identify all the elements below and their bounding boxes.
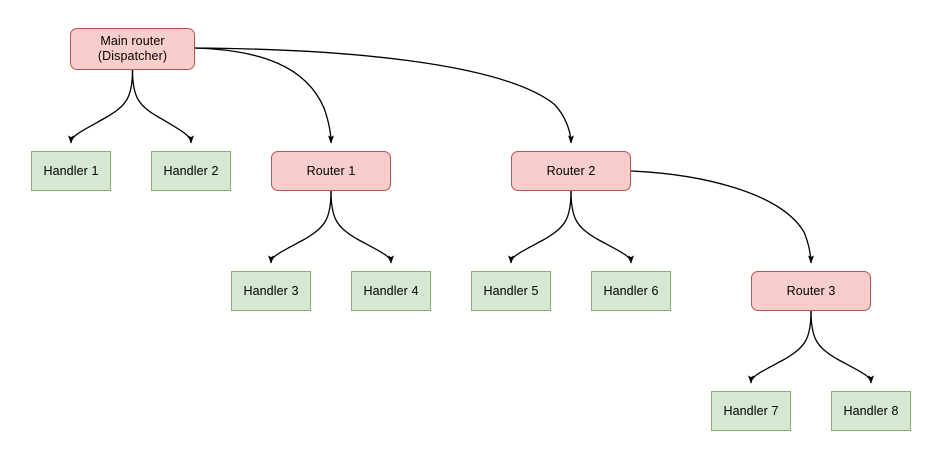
node-handler-6[interactable]: Handler 6 — [591, 271, 671, 311]
edge-router-1-to-handler-4 — [330, 190, 394, 264]
edge-router-2-to-router-3 — [630, 170, 814, 264]
node-main-router-label: Main router (Dispatcher) — [97, 34, 168, 63]
node-handler-4[interactable]: Handler 4 — [351, 271, 431, 311]
node-handler-6-label: Handler 6 — [603, 283, 659, 298]
node-handler-1-label: Handler 1 — [43, 163, 99, 178]
node-handler-2[interactable]: Handler 2 — [151, 151, 231, 191]
node-handler-7[interactable]: Handler 7 — [711, 391, 791, 431]
edge-router-2-to-handler-6 — [570, 190, 634, 264]
edge-router-3-to-handler-8 — [810, 310, 874, 384]
node-router-3[interactable]: Router 3 — [751, 271, 871, 311]
node-handler-2-label: Handler 2 — [163, 163, 219, 178]
edge-main-router-to-handler-1 — [68, 69, 134, 144]
node-router-1[interactable]: Router 1 — [271, 151, 391, 191]
node-handler-1[interactable]: Handler 1 — [31, 151, 111, 191]
node-main-router[interactable]: Main router (Dispatcher) — [70, 28, 195, 70]
node-handler-8-label: Handler 8 — [843, 403, 899, 418]
node-router-1-label: Router 1 — [306, 163, 356, 178]
node-handler-4-label: Handler 4 — [363, 283, 419, 298]
node-router-3-label: Router 3 — [786, 283, 836, 298]
edge-router-1-to-handler-3 — [268, 190, 332, 264]
edge-main-router-to-router-2 — [194, 47, 574, 144]
node-router-2-label: Router 2 — [546, 163, 596, 178]
edge-main-router-to-router-1 — [194, 47, 334, 144]
edge-main-router-to-handler-2 — [131, 69, 194, 144]
edge-router-3-to-handler-7 — [748, 310, 812, 384]
node-handler-3[interactable]: Handler 3 — [231, 271, 311, 311]
node-handler-8[interactable]: Handler 8 — [831, 391, 911, 431]
node-handler-5-label: Handler 5 — [483, 283, 539, 298]
node-handler-7-label: Handler 7 — [723, 403, 779, 418]
node-handler-5[interactable]: Handler 5 — [471, 271, 551, 311]
edge-router-2-to-handler-5 — [508, 190, 572, 264]
node-router-2[interactable]: Router 2 — [511, 151, 631, 191]
node-handler-3-label: Handler 3 — [243, 283, 299, 298]
